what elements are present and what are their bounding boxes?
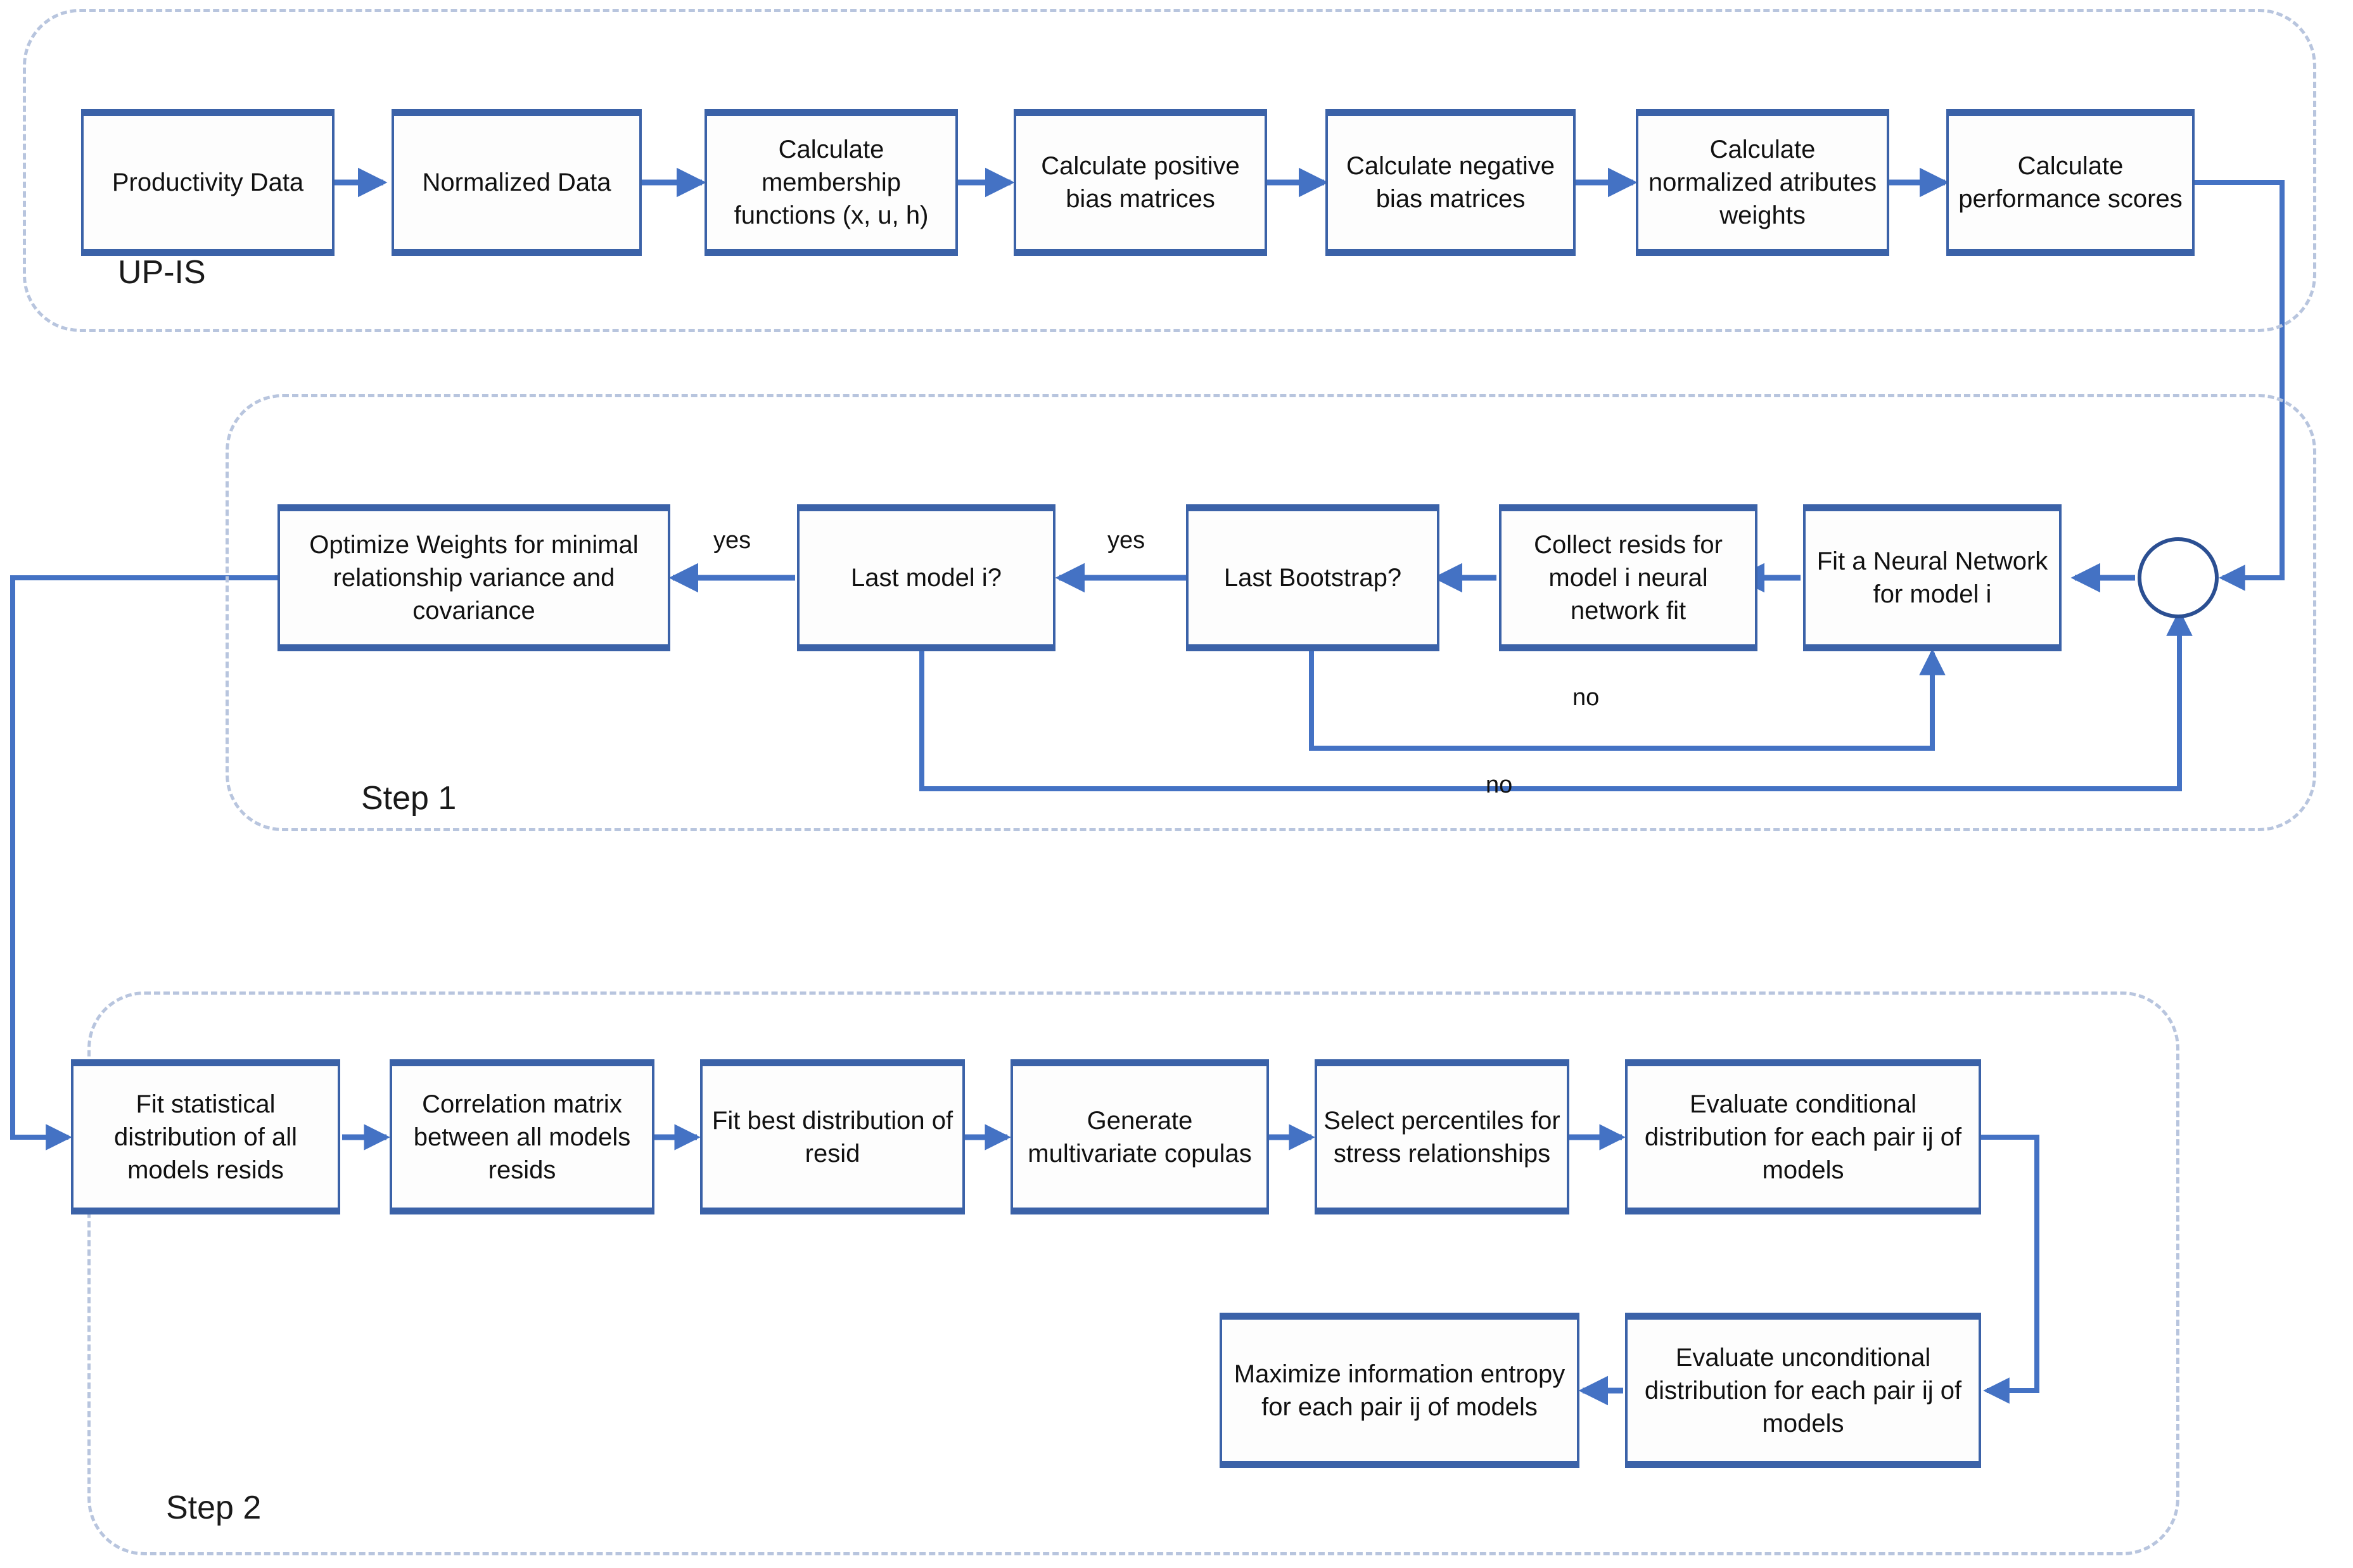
node-correlation-matrix[interactable]: Correlation matrix between all models re… xyxy=(390,1059,654,1214)
group-label-up-is: UP-IS xyxy=(118,254,206,291)
node-label: Last model i? xyxy=(851,564,1002,592)
group-container-up-is xyxy=(23,9,2316,332)
node-label: Last Bootstrap? xyxy=(1223,564,1402,592)
node-normalized-data[interactable]: Normalized Data xyxy=(392,109,642,256)
group-label-step2: Step 2 xyxy=(166,1489,262,1526)
node-collect-resids[interactable]: Collect resids for model i neural networ… xyxy=(1499,504,1757,651)
node-maximize-entropy[interactable]: Maximize information entropy for each pa… xyxy=(1220,1313,1579,1468)
node-negative-bias-matrices[interactable]: Calculate negative bias matrices xyxy=(1325,109,1576,256)
node-generate-copulas[interactable]: Generate multivariate copulas xyxy=(1011,1059,1269,1214)
node-label: Collect resids for model i neural networ… xyxy=(1534,531,1723,625)
node-label: Calculate performance scores xyxy=(1958,152,2183,213)
edge-label-no-last-model: no xyxy=(1486,772,1513,798)
node-label: Generate multivariate copulas xyxy=(1028,1106,1252,1168)
node-optimize-weights[interactable]: Optimize Weights for minimal relationshi… xyxy=(277,504,670,651)
node-label: Select percentiles for stress relationsh… xyxy=(1323,1106,1560,1168)
node-fit-best-distribution[interactable]: Fit best distribution of resid xyxy=(700,1059,965,1214)
node-membership-functions[interactable]: Calculate membership functions (x, u, h) xyxy=(705,109,958,256)
node-evaluate-conditional[interactable]: Evaluate conditional distribution for ea… xyxy=(1625,1059,1981,1214)
node-label: Calculate normalized atributes weights xyxy=(1648,136,1877,229)
node-label: Fit a Neural Network for model i xyxy=(1816,547,2048,608)
node-label: Calculate membership functions (x, u, h) xyxy=(734,136,929,229)
group-container-step2 xyxy=(87,991,2179,1555)
node-label: Calculate positive bias matrices xyxy=(1041,152,1240,213)
node-label: Fit best distribution of resid xyxy=(711,1106,953,1168)
group-label-step1: Step 1 xyxy=(361,780,457,817)
group-container-step1 xyxy=(226,394,2316,831)
node-label: Evaluate conditional distribution for ea… xyxy=(1644,1090,1962,1184)
node-positive-bias-matrices[interactable]: Calculate positive bias matrices xyxy=(1014,109,1267,256)
node-label: Productivity Data xyxy=(112,169,304,196)
node-fit-statistical-distribution[interactable]: Fit statistical distribution of all mode… xyxy=(71,1059,340,1214)
node-performance-scores[interactable]: Calculate performance scores xyxy=(1946,109,2195,256)
edge-label-yes-last-bootstrap: yes xyxy=(1107,527,1145,554)
node-fit-neural-network[interactable]: Fit a Neural Network for model i xyxy=(1803,504,2062,651)
node-productivity-data[interactable]: Productivity Data xyxy=(81,109,335,256)
node-last-model[interactable]: Last model i? xyxy=(797,504,1055,651)
node-last-bootstrap[interactable]: Last Bootstrap? xyxy=(1186,504,1439,651)
node-label: Optimize Weights for minimal relationshi… xyxy=(309,531,639,625)
node-normalized-attributes-weights[interactable]: Calculate normalized atributes weights xyxy=(1636,109,1889,256)
node-label: Fit statistical distribution of all mode… xyxy=(113,1090,298,1184)
node-label: Evaluate unconditional distribution for … xyxy=(1644,1343,1962,1437)
node-label: Correlation matrix between all models re… xyxy=(413,1090,631,1184)
edge-label-no-last-bootstrap: no xyxy=(1572,684,1600,711)
merge-junction-node[interactable] xyxy=(2138,537,2219,618)
node-label: Normalized Data xyxy=(422,169,611,196)
node-label: Calculate negative bias matrices xyxy=(1346,152,1555,213)
edge-label-yes-last-model: yes xyxy=(713,527,751,554)
node-label: Maximize information entropy for each pa… xyxy=(1234,1360,1565,1421)
node-select-percentiles[interactable]: Select percentiles for stress relationsh… xyxy=(1315,1059,1569,1214)
node-evaluate-unconditional[interactable]: Evaluate unconditional distribution for … xyxy=(1625,1313,1981,1468)
